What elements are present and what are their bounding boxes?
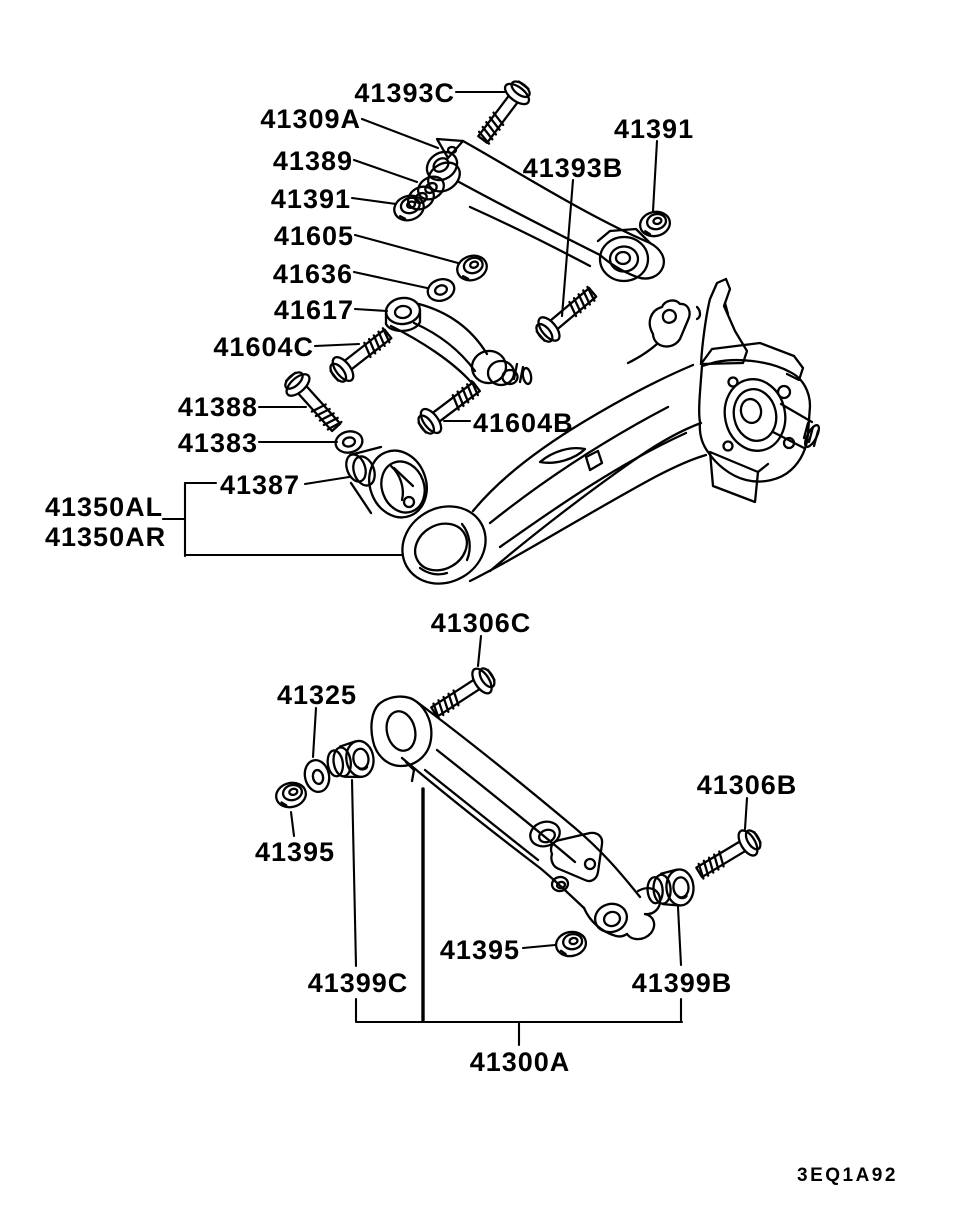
part-label-41395-bottom: 41395 — [440, 935, 520, 965]
leader-41391-right — [651, 139, 659, 213]
bushing-41387-drawing — [345, 445, 428, 519]
part-label-41309a: 41309A — [260, 104, 361, 134]
part-label-41391-right: 41391 — [614, 114, 694, 144]
part-label-41399c: 41399C — [308, 968, 409, 998]
part-label-41636: 41636 — [273, 259, 353, 289]
bushing-41399c — [324, 738, 377, 783]
part-label-41325: 41325 — [277, 680, 357, 710]
part-label-41604c: 41604C — [213, 332, 314, 362]
bolt-41393c — [470, 75, 537, 150]
leader-41391-left — [350, 196, 398, 206]
bolt-41604c — [324, 321, 398, 389]
part-label-41391-left: 41391 — [271, 184, 351, 214]
part-label-41617: 41617 — [274, 295, 354, 325]
leader-lines — [161, 90, 749, 1047]
lower-arm-41300a-drawing — [370, 695, 662, 941]
bracket-41300a — [354, 1020, 684, 1047]
part-label-41395-left: 41395 — [255, 837, 335, 867]
part-label-41383: 41383 — [178, 428, 258, 458]
leader-41393b — [560, 178, 575, 318]
leader-41309a — [360, 117, 440, 150]
leader-41306c — [476, 634, 483, 668]
nut-41395-bottom — [552, 928, 590, 960]
nut-41395-left — [272, 778, 310, 812]
part-label-41605: 41605 — [274, 221, 354, 251]
bushing-41399b — [645, 867, 696, 909]
part-label-41306c: 41306C — [431, 608, 532, 638]
part-label-41306b: 41306B — [697, 770, 798, 800]
leader-41636 — [352, 270, 429, 290]
toe-link-41617-drawing — [384, 296, 533, 387]
leader-41395-left — [289, 810, 296, 838]
part-label-41389: 41389 — [273, 146, 353, 176]
part-label-41388: 41388 — [178, 392, 258, 422]
leader-41617 — [353, 307, 389, 313]
bolt-41393b — [530, 280, 603, 349]
washer-41383 — [332, 427, 366, 457]
part-label-41393b: 41393B — [523, 153, 624, 183]
part-label-41350al: 41350AL — [45, 492, 163, 522]
part-label-41604b: 41604B — [473, 408, 574, 438]
part-label-41399b: 41399B — [632, 968, 733, 998]
part-label-41387: 41387 — [220, 470, 300, 500]
leader-41387 — [183, 475, 351, 486]
trailing-arm-drawing — [401, 277, 821, 585]
bracket-41350 — [161, 481, 404, 558]
leader-41395-bottom — [521, 943, 557, 950]
part-label-41350ar: 41350AR — [45, 522, 166, 552]
leader-41399b — [676, 905, 683, 1023]
washer-41325 — [303, 759, 331, 793]
part-label-41393c: 41393C — [354, 78, 455, 108]
bolt-41306b — [690, 823, 767, 886]
nut-41605 — [452, 250, 492, 286]
leader-41604c — [313, 342, 361, 348]
leader-41605 — [353, 233, 460, 265]
washer-41636 — [423, 274, 459, 306]
leader-41306b — [743, 796, 749, 831]
leader-41399c — [350, 778, 358, 1023]
bolt-41306c — [425, 661, 501, 725]
leader-41325 — [311, 706, 318, 759]
part-label-41300a: 41300A — [470, 1047, 571, 1077]
upper-arm-41309a-drawing — [425, 137, 665, 283]
leader-41389 — [352, 158, 419, 184]
drawing-code: 3EQ1A92 — [797, 1165, 898, 1186]
